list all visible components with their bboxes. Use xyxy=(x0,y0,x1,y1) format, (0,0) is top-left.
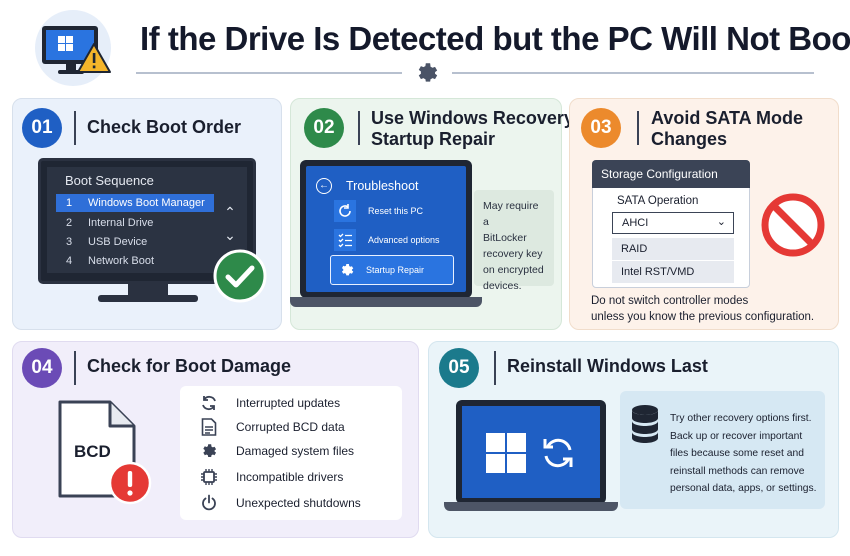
step1-divider xyxy=(74,111,76,145)
step4-number-badge: 04 xyxy=(22,348,62,388)
cause-corrupted-bcd: Corrupted BCD data xyxy=(198,416,345,438)
step5-title: Reinstall Windows Last xyxy=(507,356,708,376)
prohibited-icon xyxy=(761,193,825,257)
cause-unexpected-shutdowns: Unexpected shutdowns xyxy=(198,492,361,514)
step4-divider xyxy=(74,351,76,385)
step4-title: Check for Boot Damage xyxy=(87,356,292,376)
checkmark-icon xyxy=(213,249,267,303)
step3-divider xyxy=(637,111,639,145)
reset-pc-option[interactable]: Reset this PC xyxy=(334,200,454,222)
refresh-icon xyxy=(543,438,573,468)
reset-pc-label: Reset this PC xyxy=(368,206,424,216)
sata-mode-select[interactable]: AHCI ⌄ xyxy=(612,212,734,234)
chevron-down-icon[interactable]: ⌄ xyxy=(224,227,236,243)
windows-logo-icon xyxy=(486,433,526,473)
step5-number-badge: 05 xyxy=(439,348,479,388)
startup-repair-option[interactable]: Startup Repair xyxy=(330,255,454,285)
cause-interrupted-updates: Interrupted updates xyxy=(198,392,340,414)
sata-option-intel-rst[interactable]: Intel RST/VMD xyxy=(612,261,734,283)
laptop-base xyxy=(290,297,482,307)
boot-monitor xyxy=(38,158,256,284)
step2-title-line2: Startup Repair xyxy=(371,129,496,149)
step3-number-badge: 03 xyxy=(581,108,621,148)
gear-icon xyxy=(336,259,358,281)
error-icon xyxy=(108,461,152,505)
step3-title-line1: Avoid SATA Mode xyxy=(651,108,803,128)
advanced-options-label: Advanced options xyxy=(368,235,440,245)
damage-causes-card xyxy=(180,386,402,520)
bcd-file-label: BCD xyxy=(74,442,111,461)
step1-title: Check Boot Order xyxy=(87,117,242,137)
step1-number-badge: 01 xyxy=(22,108,62,148)
back-arrow-icon[interactable]: ← xyxy=(316,178,332,194)
reinstall-note-text: Try other recovery options first. Back u… xyxy=(670,413,817,494)
step2-number-badge: 02 xyxy=(304,108,344,148)
document-icon xyxy=(198,416,220,438)
divider-right xyxy=(452,72,814,74)
divider-left xyxy=(136,72,402,74)
reinstall-laptop xyxy=(456,400,606,504)
pc-warning-icon xyxy=(35,10,111,86)
gear-icon xyxy=(418,63,438,82)
step2-title-line1: Use Windows Recovery xyxy=(371,108,574,128)
power-icon xyxy=(198,492,220,514)
startup-repair-label: Startup Repair xyxy=(366,265,425,275)
troubleshoot-title: Troubleshoot xyxy=(346,179,419,193)
step2-divider xyxy=(358,111,360,145)
cause-incompatible-drivers: Incompatible drivers xyxy=(198,466,343,488)
advanced-options-option[interactable]: Advanced options xyxy=(334,229,454,251)
monitor-stand xyxy=(128,284,168,296)
sata-option-raid[interactable]: RAID xyxy=(612,238,734,260)
step5-divider xyxy=(494,351,496,385)
cause-damaged-system-files: Damaged system files xyxy=(198,440,354,462)
monitor-base xyxy=(98,295,198,302)
chip-icon xyxy=(198,466,220,488)
chevron-down-icon: ⌄ xyxy=(716,216,726,228)
sata-operation-label: SATA Operation xyxy=(617,195,699,207)
page-title: If the Drive Is Detected but the PC Will… xyxy=(140,20,850,57)
step3-title-line2: Changes xyxy=(651,129,728,149)
checklist-icon xyxy=(334,229,356,251)
chevron-up-icon[interactable]: ⌃ xyxy=(224,204,236,220)
database-icon xyxy=(632,405,658,443)
laptop-base xyxy=(444,502,618,511)
sata-warning-note: Do not switch controller modes unless yo… xyxy=(591,295,815,323)
reset-icon xyxy=(334,200,356,222)
refresh-icon xyxy=(198,392,220,414)
gear-icon xyxy=(198,440,220,462)
bitlocker-note: May require a BitLocker recovery key on … xyxy=(474,190,554,292)
storage-config-title: Storage Configuration xyxy=(592,160,750,188)
boot-sequence-title: Boot Sequence xyxy=(65,173,154,188)
